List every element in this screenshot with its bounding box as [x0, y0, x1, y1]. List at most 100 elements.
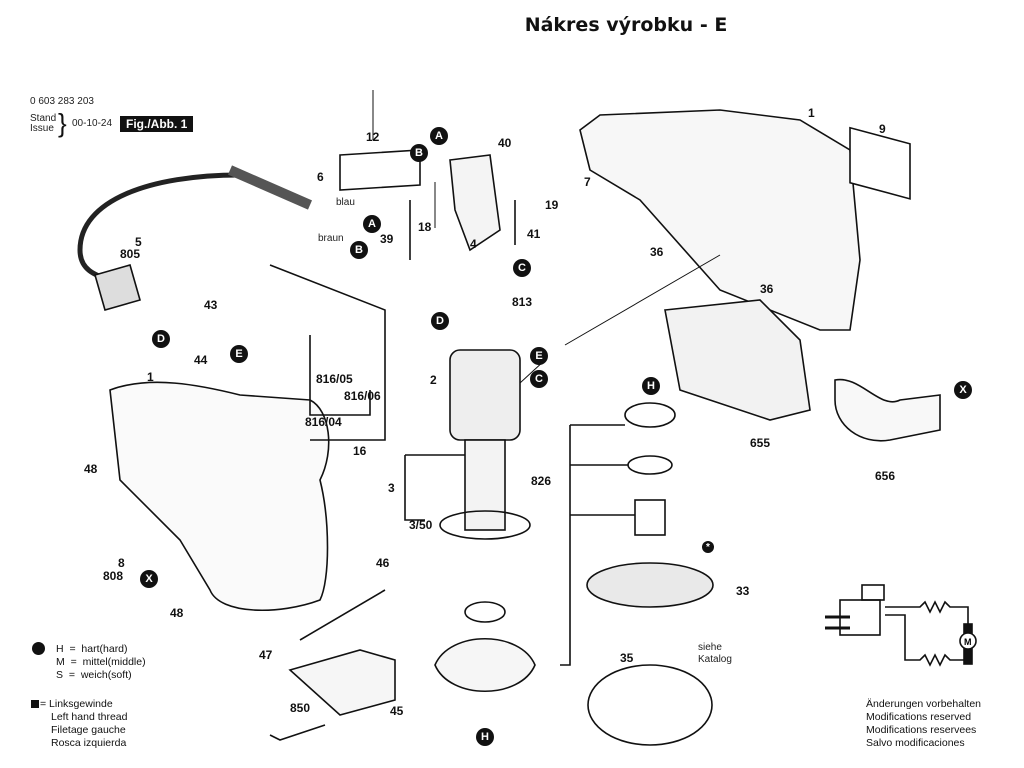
- wiring-diagram: [825, 584, 977, 667]
- part-label-655: 655: [750, 436, 771, 450]
- plug: [94, 264, 141, 311]
- key-850: [269, 724, 326, 741]
- see-catalog-line: Katalog: [698, 654, 732, 665]
- part-label-18: 18: [418, 220, 432, 234]
- part-label-1-left: 1: [147, 370, 154, 384]
- page-title: Nákres výrobku - E: [524, 14, 728, 36]
- frame-816: [309, 335, 371, 416]
- washer-826: [627, 455, 673, 475]
- elbow-656: [834, 378, 941, 442]
- field-coil-2: [449, 349, 521, 441]
- callout-a: A: [430, 127, 448, 145]
- part-label-5: 5: [135, 235, 142, 249]
- part-number: 0 603 283 203: [30, 96, 94, 107]
- part-label-36b: 36: [760, 282, 774, 296]
- part-label-40: 40: [498, 136, 512, 150]
- cord-sleeve: [227, 165, 313, 210]
- label-plate-9: [849, 126, 911, 200]
- part-label-41: 41: [527, 227, 541, 241]
- part-label-45: 45: [390, 704, 404, 718]
- wire-label-blue: blau: [336, 197, 355, 208]
- legend-left-thread: Left hand thread: [51, 711, 128, 723]
- part-label-48: 48: [84, 462, 98, 476]
- legend-left-thread: = Linksgewinde: [40, 698, 113, 710]
- see-catalog-note: siehe Katalog: [698, 642, 732, 666]
- bracket-826: [560, 424, 635, 666]
- callout-a: A: [363, 215, 381, 233]
- sanding-pad-33: [586, 562, 714, 608]
- issue-label: Issue: [30, 123, 54, 134]
- footer-note-line: Salvo modificaciones: [866, 737, 965, 749]
- suppressor-12: [339, 149, 421, 191]
- part-label-8: 8: [118, 556, 125, 570]
- legend-left-thread: Rosca izquierda: [51, 737, 127, 749]
- brace-symbol: }: [58, 108, 67, 138]
- part-label-813: 813: [512, 295, 533, 309]
- part-label-4: 4: [470, 237, 477, 251]
- part-label-35: 35: [620, 651, 634, 665]
- eccentric: [634, 499, 666, 536]
- part-label-826: 826: [531, 474, 552, 488]
- callout-x: X: [140, 570, 158, 588]
- callout-b: B: [410, 144, 428, 162]
- part-label-36: 36: [650, 245, 664, 259]
- part-label-808: 808: [103, 569, 124, 583]
- support-45: [288, 649, 396, 716]
- callout-e: E: [230, 345, 248, 363]
- callout-d: D: [431, 312, 449, 330]
- part-label-816-05: 816/05: [316, 372, 353, 386]
- part-label-33: 33: [736, 584, 750, 598]
- callout-h: H: [642, 377, 660, 395]
- callout-c: C: [513, 259, 531, 277]
- part-label-12: 12: [366, 130, 380, 144]
- callout-x: X: [954, 381, 972, 399]
- part-label-656: 656: [875, 469, 896, 483]
- screw-46: [299, 589, 386, 641]
- footer-note-line: Modifications reserved: [866, 711, 972, 723]
- power-cord: [77, 172, 241, 283]
- part-label-7: 7: [584, 175, 591, 189]
- left-thread-square-icon: [31, 700, 39, 708]
- armature-3: [464, 439, 506, 531]
- figure-label: Fig./Abb. 1: [120, 116, 194, 132]
- see-catalog-line: siehe: [698, 642, 722, 653]
- footer-note-line: Änderungen vorbehalten: [866, 698, 982, 710]
- part-label-1: 1: [808, 106, 815, 120]
- housing-left: [109, 381, 330, 612]
- part-label-43: 43: [204, 298, 218, 312]
- fan-3-50: [439, 510, 531, 540]
- callout-e: E: [530, 347, 548, 365]
- callout-star: *: [702, 541, 714, 553]
- callout-c: C: [530, 370, 548, 388]
- stand-issue-label: Stand Issue: [30, 114, 56, 134]
- legend-left-thread: Filetage gauche: [51, 724, 126, 736]
- part-label-9: 9: [879, 122, 886, 136]
- bearing-ring: [464, 601, 506, 623]
- part-label-850: 850: [290, 701, 311, 715]
- sanding-disc: [587, 664, 713, 746]
- hardness-dot-icon: [32, 642, 45, 655]
- part-label-46: 46: [376, 556, 390, 570]
- legend-hardness-row: H = hart(hard): [56, 643, 128, 655]
- callout-b: B: [350, 241, 368, 259]
- dust-box-655: [664, 299, 811, 421]
- part-label-3-50: 3/50: [409, 518, 433, 532]
- part-label-2: 2: [430, 373, 437, 387]
- bearing-826: [624, 402, 676, 428]
- switch-4: [449, 154, 501, 252]
- housing-right: [579, 109, 861, 331]
- part-label-44: 44: [194, 353, 208, 367]
- legend-hardness-row: S = weich(soft): [56, 669, 132, 681]
- part-label-3: 3: [388, 481, 395, 495]
- motor-symbol-label: M: [964, 637, 972, 647]
- fan-blade: [434, 638, 536, 692]
- frame-16: [269, 264, 386, 441]
- footer-note-line: Modifications reservees: [866, 724, 977, 736]
- callout-h: H: [476, 728, 494, 746]
- bracket-3: [404, 454, 465, 521]
- part-label-816-04: 816/04: [305, 415, 342, 429]
- part-label-48b: 48: [170, 606, 184, 620]
- legend-hardness-row: M = mittel(middle): [56, 656, 146, 668]
- part-label-816-06: 816/06: [344, 389, 381, 403]
